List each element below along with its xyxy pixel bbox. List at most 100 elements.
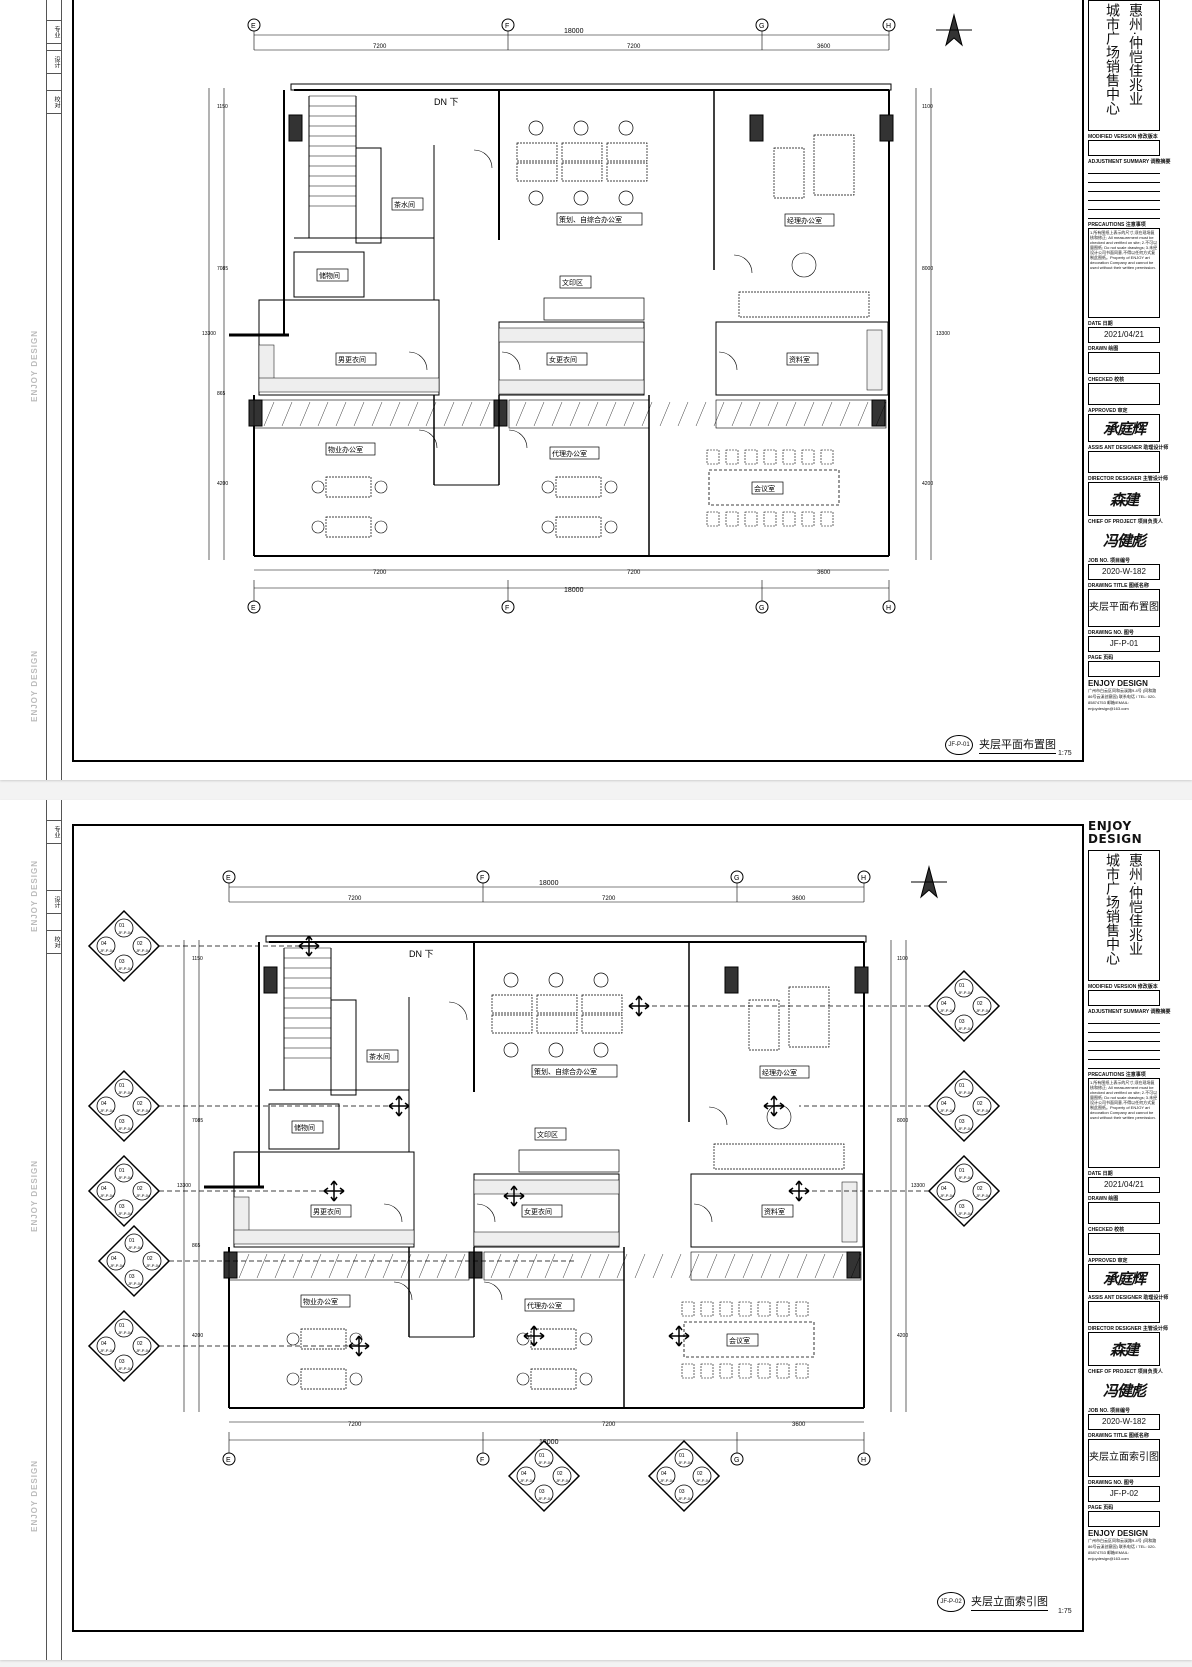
elevation-index-ref: JF-P-04 [678, 1496, 693, 1501]
room-label-tea: 茶水间 [369, 1052, 390, 1061]
room-label-print: 文印区 [562, 278, 583, 287]
elevation-index-ref: JF-P-04 [976, 1008, 991, 1013]
meeting-chair [782, 449, 796, 465]
structural-column [879, 114, 894, 142]
hatch-line [490, 1253, 502, 1279]
room-label-tea: 茶水间 [394, 200, 415, 209]
door-swing [708, 1106, 728, 1126]
agent-desk [555, 516, 602, 538]
hatch-line [454, 1253, 466, 1279]
elevation-index-circle [954, 1114, 974, 1134]
precautions-text: 1.所有图纸上表示的尺寸,须在现场复核和修正; All measurement … [1088, 228, 1160, 318]
grid-axis-label: F [505, 23, 509, 30]
dimension-total: 18000 [564, 587, 584, 594]
room-label-box [316, 268, 349, 282]
sofa [748, 999, 780, 1051]
dimension-value: 8000 [922, 266, 933, 272]
elevation-index-ref: JF-P-04 [940, 1108, 955, 1113]
checked-label: CHECKED 校核 [1088, 1227, 1125, 1233]
office-chair [604, 520, 618, 534]
room-label-box [534, 1127, 567, 1141]
hatch-line [328, 1253, 340, 1279]
hatch-line [256, 1253, 268, 1279]
drawing-no-label: DRAWING NO. 图号 [1088, 630, 1134, 636]
room-label-storage: 储物间 [294, 1123, 315, 1132]
strip-cell: 专业 [46, 20, 62, 44]
elevation-index-circle [132, 1181, 152, 1201]
date-value: 2021/04/21 [1088, 327, 1160, 343]
dimension-total: 13300 [177, 1183, 191, 1189]
room-label-box [751, 481, 784, 495]
elevation-index-number: 03 [539, 1489, 545, 1495]
page-box [1088, 1511, 1160, 1527]
elevation-index-circle [692, 1466, 712, 1486]
dimension-value: 3600 [817, 570, 831, 576]
office-chair [374, 520, 388, 534]
door-swing [418, 429, 438, 449]
elevation-index-number: 02 [977, 1001, 983, 1007]
watermark: ENJOY DESIGN [30, 1160, 39, 1232]
counter [330, 999, 357, 1096]
elevation-index-number: 03 [959, 1204, 965, 1210]
meeting-chair [700, 1301, 714, 1317]
hatch-line [778, 1253, 790, 1279]
precautions-label: PRECAUTIONS 注意事项 [1088, 222, 1146, 228]
room-label-agent: 代理办公室 [527, 1301, 562, 1310]
elevation-index-ref: JF-P-04 [660, 1478, 675, 1483]
room-label-box [761, 1204, 794, 1218]
meeting-chair [801, 449, 815, 465]
meeting-chair [782, 511, 796, 527]
dimension-value: 7200 [373, 44, 387, 50]
hatch-line [443, 401, 455, 427]
elevation-index-number: 02 [137, 1341, 143, 1347]
elevation-index-ref: JF-P-04 [136, 1193, 151, 1198]
precautions-text: 1.所有图纸上表示的尺寸,须在现场复核和修正; All measurement … [1088, 1078, 1160, 1168]
elevation-index-number: 02 [557, 1471, 563, 1477]
property-desk [300, 1368, 347, 1390]
elevation-index-circle [936, 1096, 956, 1116]
room-label-men: 男更衣间 [338, 355, 366, 364]
dimension-total: 13300 [202, 331, 216, 337]
elevation-index-circle [954, 1078, 974, 1098]
grid-axis-label: G [734, 875, 739, 882]
dimension-total: 18000 [564, 28, 584, 35]
elevation-index-number: 04 [941, 1001, 947, 1007]
elevation-index-number: 04 [101, 1341, 107, 1347]
elevation-index-circle [972, 1181, 992, 1201]
elevation-index-number: 03 [119, 1359, 125, 1365]
drawn-box [1088, 352, 1160, 374]
hatch-line [839, 401, 851, 427]
stair-label: DN 下 [409, 949, 434, 959]
elevation-index-number: 01 [679, 1453, 685, 1459]
floor-plan-2: EEFFGGHH18000180007200720072007200360036… [87, 865, 1001, 1513]
hatch-line [526, 1253, 538, 1279]
dimension-value: 7085 [192, 1118, 203, 1124]
hatch-line [659, 401, 671, 427]
elevation-index-ref: JF-P-04 [520, 1478, 535, 1483]
elevation-index-circle [972, 1096, 992, 1116]
elevation-index-ref: JF-P-04 [556, 1478, 571, 1483]
assist-label: ASSIS ANT DESIGNER 助理设计师 [1088, 1295, 1169, 1301]
dimension-total: 18000 [539, 1439, 559, 1446]
dimension-value: 1150 [192, 956, 203, 962]
storage-room [293, 251, 365, 298]
job-label: JOB NO. 项目编号 [1088, 558, 1130, 564]
door-swing [476, 1203, 496, 1223]
locker-row [498, 379, 645, 395]
elevation-index-circle [516, 1466, 536, 1486]
hatch-line [749, 401, 761, 427]
office-chair [528, 120, 544, 136]
adjustment-label: ADJUSTMENT SUMMARY 调整摘要 [1088, 1009, 1171, 1015]
office-chair [573, 190, 589, 206]
signature-approved: 承庭辉 [1088, 1264, 1160, 1292]
watermark: ENJOY DESIGN [30, 1460, 39, 1532]
job-no: 2020-W-182 [1088, 1414, 1160, 1430]
drawing-no-label: DRAWING NO. 图号 [1088, 1480, 1134, 1486]
door-swing [473, 149, 493, 169]
elevation-index-circle [142, 1251, 162, 1271]
elevation-index-ref: JF-P-04 [696, 1478, 711, 1483]
grid-axis-label: H [861, 875, 866, 882]
elevation-index-number: 04 [661, 1471, 667, 1477]
elevation-index-circle [114, 1199, 134, 1219]
